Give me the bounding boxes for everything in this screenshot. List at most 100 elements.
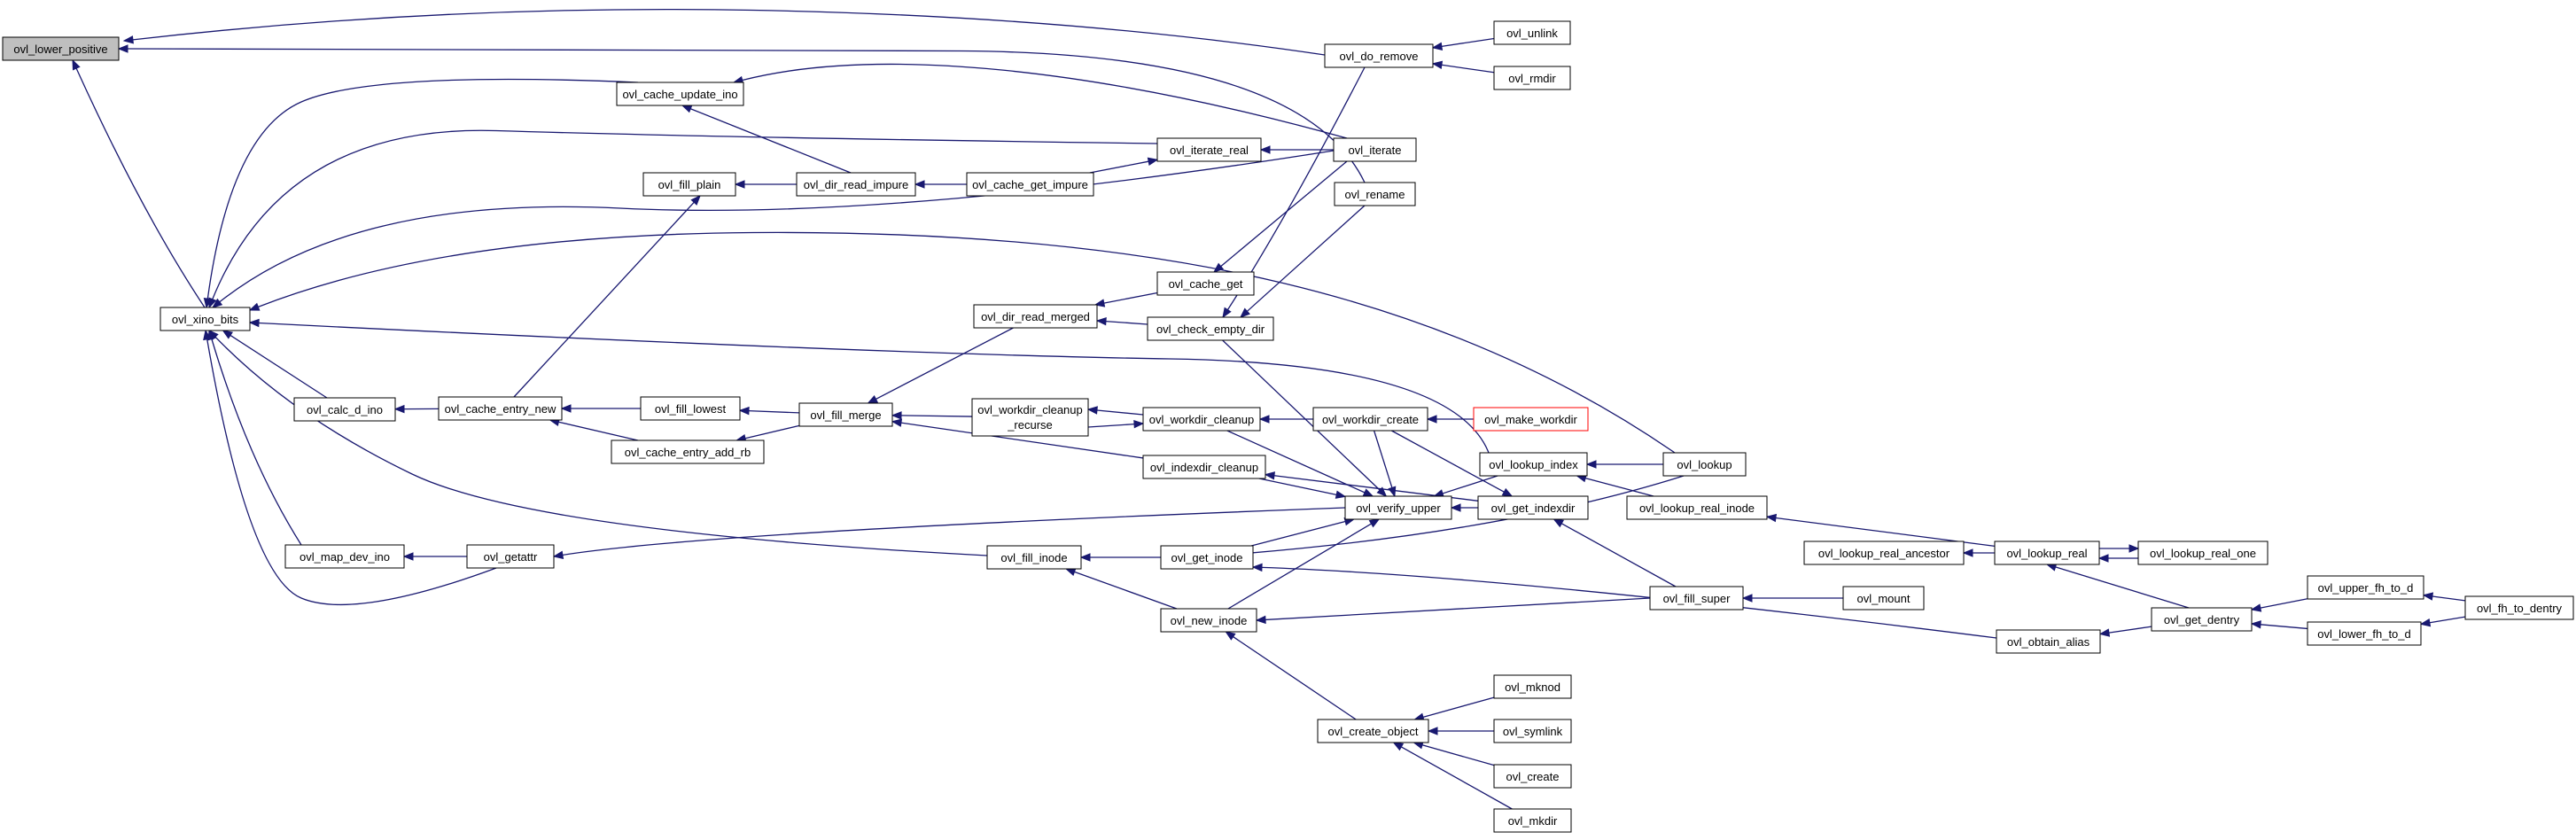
node-ovl-cache-update-ino[interactable]: ovl_cache_update_ino <box>616 82 744 106</box>
node-box[interactable] <box>1649 586 1744 611</box>
node-ovl-fill-inode[interactable]: ovl_fill_inode <box>986 545 1082 570</box>
node-ovl-do-remove[interactable]: ovl_do_remove <box>1324 43 1434 68</box>
node-ovl-workdir-cleanup[interactable]: ovl_workdir_cleanup <box>1142 407 1261 432</box>
node-ovl-mkdir[interactable]: ovl_mkdir <box>1493 808 1572 833</box>
node-box[interactable] <box>466 544 555 569</box>
node-box[interactable] <box>1160 545 1254 570</box>
node-ovl-obtain-alias[interactable]: ovl_obtain_alias <box>1996 629 2101 654</box>
node-box[interactable] <box>1479 452 1588 477</box>
node-box[interactable] <box>2307 621 2422 646</box>
node-box[interactable] <box>1996 629 2101 654</box>
node-ovl-cache-entry-add-rb[interactable]: ovl_cache_entry_add_rb <box>611 439 765 464</box>
node-box[interactable] <box>284 544 405 569</box>
node-ovl-fill-super[interactable]: ovl_fill_super <box>1649 586 1744 611</box>
node-ovl-calc-d-ino[interactable]: ovl_calc_d_ino <box>293 397 396 422</box>
node-ovl-fill-lowest[interactable]: ovl_fill_lowest <box>640 396 741 421</box>
node-box[interactable] <box>1994 541 2100 565</box>
node-ovl-get-dentry[interactable]: ovl_get_dentry <box>2151 607 2253 632</box>
node-box[interactable] <box>1493 719 1572 743</box>
node-box[interactable] <box>438 396 563 421</box>
node-ovl-lookup-index[interactable]: ovl_lookup_index <box>1479 452 1588 477</box>
node-box[interactable] <box>973 304 1098 329</box>
node-ovl-dir-read-impure[interactable]: ovl_dir_read_impure <box>796 172 916 197</box>
node-ovl-iterate-real[interactable]: ovl_iterate_real <box>1156 137 1262 162</box>
node-box[interactable] <box>1156 137 1262 162</box>
node-ovl-lookup-real-one[interactable]: ovl_lookup_real_one <box>2137 541 2269 565</box>
node-ovl-symlink[interactable]: ovl_symlink <box>1493 719 1572 743</box>
node-box[interactable] <box>1147 316 1274 341</box>
node-ovl-check-empty-dir[interactable]: ovl_check_empty_dir <box>1147 316 1274 341</box>
node-box[interactable] <box>2137 541 2269 565</box>
node-box[interactable] <box>796 172 916 197</box>
node-box[interactable] <box>1473 407 1589 432</box>
node-ovl-xino-bits[interactable]: ovl_xino_bits <box>160 307 251 331</box>
node-box[interactable] <box>1626 495 1768 520</box>
node-box[interactable] <box>2307 575 2424 600</box>
node-ovl-fill-plain[interactable]: ovl_fill_plain <box>642 172 736 197</box>
node-ovl-lookup-real-ancestor[interactable]: ovl_lookup_real_ancestor <box>1803 541 1965 565</box>
node-ovl-new-inode[interactable]: ovl_new_inode <box>1160 608 1257 633</box>
node-ovl-workdir-cleanup-recurse[interactable]: ovl_workdir_cleanup_recurse <box>971 398 1089 437</box>
node-box[interactable] <box>1477 495 1589 520</box>
node-ovl-getattr[interactable]: ovl_getattr <box>466 544 555 569</box>
node-box[interactable] <box>1160 608 1257 633</box>
node-box[interactable] <box>1324 43 1434 68</box>
node-ovl-fill-merge[interactable]: ovl_fill_merge <box>798 402 893 427</box>
node-ovl-verify-upper[interactable]: ovl_verify_upper <box>1344 495 1452 520</box>
node-box[interactable] <box>640 396 741 421</box>
node-ovl-lookup-real-inode[interactable]: ovl_lookup_real_inode <box>1626 495 1768 520</box>
node-ovl-rename[interactable]: ovl_rename <box>1334 182 1416 206</box>
node-ovl-lookup[interactable]: ovl_lookup <box>1662 452 1747 477</box>
node-box[interactable] <box>1842 586 1925 611</box>
node-box[interactable] <box>1334 182 1416 206</box>
node-ovl-upper-fh-to-d[interactable]: ovl_upper_fh_to_d <box>2307 575 2424 600</box>
node-ovl-lower-positive[interactable]: ovl_lower_positive <box>2 36 120 61</box>
node-box[interactable] <box>1317 719 1429 743</box>
node-box[interactable] <box>1662 452 1747 477</box>
node-ovl-get-indexdir[interactable]: ovl_get_indexdir <box>1477 495 1589 520</box>
node-ovl-unlink[interactable]: ovl_unlink <box>1493 20 1571 45</box>
node-ovl-lookup-real[interactable]: ovl_lookup_real <box>1994 541 2100 565</box>
node-ovl-cache-get[interactable]: ovl_cache_get <box>1156 271 1255 296</box>
node-ovl-mount[interactable]: ovl_mount <box>1842 586 1925 611</box>
node-box[interactable] <box>160 307 251 331</box>
node-ovl-cache-entry-new[interactable]: ovl_cache_entry_new <box>438 396 563 421</box>
node-box[interactable] <box>1312 407 1428 432</box>
node-ovl-fh-to-dentry[interactable]: ovl_fh_to_dentry <box>2464 595 2574 620</box>
node-box[interactable] <box>1803 541 1965 565</box>
node-box[interactable] <box>1493 764 1572 789</box>
node-box[interactable] <box>966 172 1094 197</box>
node-box[interactable] <box>1333 137 1417 162</box>
node-box[interactable] <box>616 82 744 106</box>
node-box[interactable] <box>1156 271 1255 296</box>
node-ovl-dir-read-merged[interactable]: ovl_dir_read_merged <box>973 304 1098 329</box>
node-box[interactable] <box>293 397 396 422</box>
node-box[interactable] <box>1344 495 1452 520</box>
node-ovl-rmdir[interactable]: ovl_rmdir <box>1493 66 1571 90</box>
node-box[interactable] <box>2464 595 2574 620</box>
node-box[interactable] <box>1493 20 1571 45</box>
node-box[interactable] <box>1142 407 1261 432</box>
node-ovl-workdir-create[interactable]: ovl_workdir_create <box>1312 407 1428 432</box>
node-ovl-mknod[interactable]: ovl_mknod <box>1493 674 1572 699</box>
node-box[interactable] <box>971 398 1089 437</box>
node-ovl-get-inode[interactable]: ovl_get_inode <box>1160 545 1254 570</box>
node-ovl-iterate[interactable]: ovl_iterate <box>1333 137 1417 162</box>
node-box[interactable] <box>1493 808 1572 833</box>
node-box[interactable] <box>2 36 120 61</box>
node-box[interactable] <box>611 439 765 464</box>
node-ovl-create[interactable]: ovl_create <box>1493 764 1572 789</box>
node-box[interactable] <box>986 545 1082 570</box>
node-ovl-create-object[interactable]: ovl_create_object <box>1317 719 1429 743</box>
node-ovl-indexdir-cleanup[interactable]: ovl_indexdir_cleanup <box>1142 455 1266 479</box>
node-ovl-make-workdir[interactable]: ovl_make_workdir <box>1473 407 1589 432</box>
node-box[interactable] <box>1493 66 1571 90</box>
node-box[interactable] <box>2151 607 2253 632</box>
node-box[interactable] <box>798 402 893 427</box>
node-box[interactable] <box>1142 455 1266 479</box>
node-ovl-cache-get-impure[interactable]: ovl_cache_get_impure <box>966 172 1094 197</box>
node-ovl-map-dev-ino[interactable]: ovl_map_dev_ino <box>284 544 405 569</box>
node-box[interactable] <box>642 172 736 197</box>
node-box[interactable] <box>1493 674 1572 699</box>
node-ovl-lower-fh-to-d[interactable]: ovl_lower_fh_to_d <box>2307 621 2422 646</box>
